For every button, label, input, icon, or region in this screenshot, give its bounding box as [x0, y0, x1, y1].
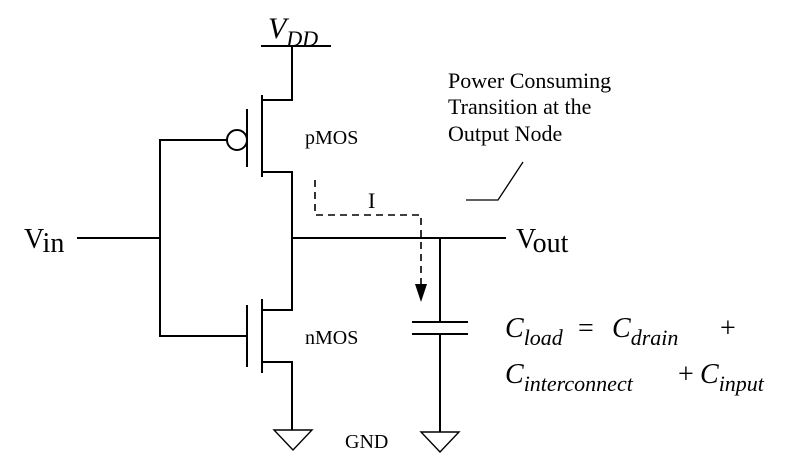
pmos-gate-bubble: [226, 129, 248, 151]
pmos-label: pMOS: [305, 127, 358, 149]
annotation-line-2: Transition at the: [448, 94, 591, 119]
current-path: [314, 180, 422, 290]
annotation-line-3: Output Node: [448, 121, 562, 146]
annotation-line-1: Power Consuming: [448, 68, 611, 93]
ground-icon: [419, 431, 461, 454]
ground-icon: [272, 429, 314, 452]
vin-label: Vin: [24, 224, 64, 259]
gnd-label: GND: [345, 431, 388, 453]
nmos-label: nMOS: [305, 327, 358, 349]
current-label: I: [368, 188, 375, 213]
vout-label: Vout: [516, 224, 569, 259]
equation-line-1: Cload=Cdrain+: [505, 313, 736, 350]
equation-line-2: Cinterconnect+Cinput: [505, 359, 765, 396]
annotation-leader: [466, 161, 524, 201]
current-arrowhead: [415, 284, 427, 302]
